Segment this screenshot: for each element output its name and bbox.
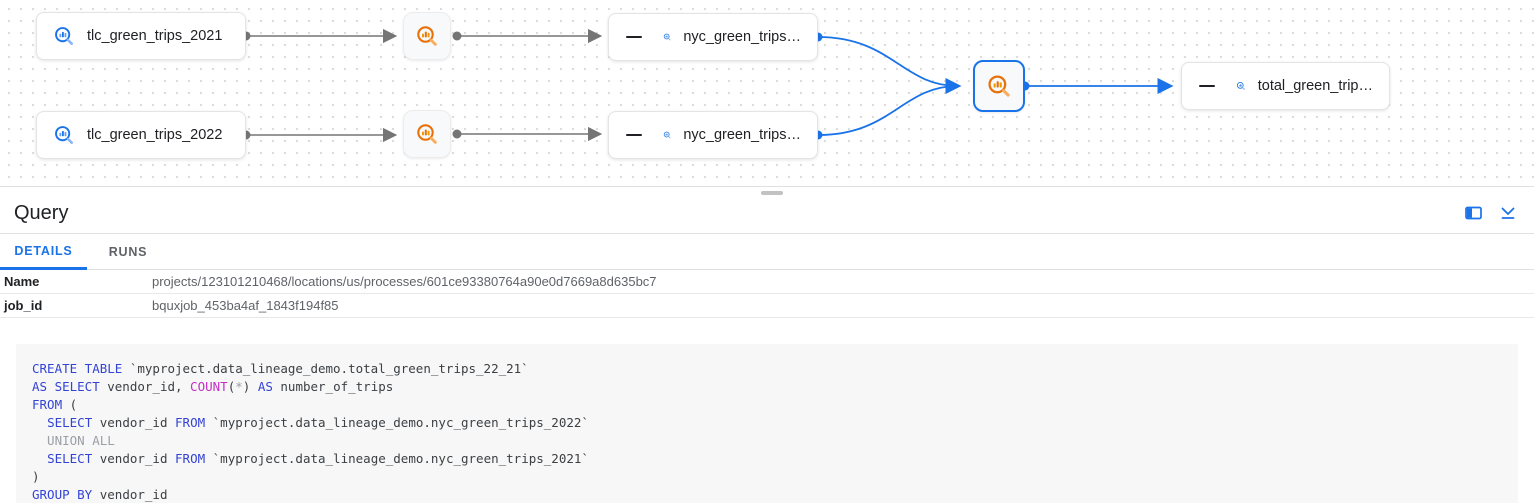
detail-value: bquxjob_453ba4af_1843f194f85 <box>152 298 339 313</box>
details-table: Name projects/123101210468/locations/us/… <box>0 270 1534 318</box>
bigquery-query-icon <box>988 75 1010 97</box>
panel-header: Query <box>0 187 1534 234</box>
detail-label: Name <box>4 274 40 289</box>
sql-code-block: CREATE TABLE `myproject.data_lineage_dem… <box>16 344 1518 503</box>
lineage-node-total-green-trips[interactable]: total_green_trip… <box>1181 62 1390 110</box>
lineage-query-node-2[interactable] <box>403 110 451 158</box>
collapse-node-button[interactable] <box>625 126 643 144</box>
lineage-node-nyc-green-trips-1[interactable]: nyc_green_trips… <box>608 13 818 61</box>
edge-connector-dot <box>452 31 462 41</box>
panel-title: Query <box>14 201 69 224</box>
collapse-panel-button[interactable] <box>1498 205 1518 222</box>
detail-value: projects/123101210468/locations/us/proce… <box>152 274 657 289</box>
query-details-panel: Query DETAILS RUNS Name projects/1231012… <box>0 187 1534 503</box>
node-label: tlc_green_trips_2022 <box>87 127 223 143</box>
detail-row-job-id: job_id bquxjob_453ba4af_1843f194f85 <box>0 294 1534 318</box>
collapse-node-button[interactable] <box>1198 77 1216 95</box>
bigquery-table-icon <box>55 126 73 144</box>
lineage-graph-canvas[interactable]: tlc_green_trips_2021 tlc_green_trips_202… <box>0 0 1534 187</box>
tab-runs[interactable]: RUNS <box>108 245 148 259</box>
open-side-panel-icon <box>1465 206 1482 220</box>
panel-tabs: DETAILS RUNS <box>0 234 1534 270</box>
open-side-panel-button[interactable] <box>1463 204 1484 222</box>
collapse-minus-icon <box>1199 85 1215 87</box>
lineage-node-nyc-green-trips-2[interactable]: nyc_green_trips… <box>608 111 818 159</box>
edge-connector-dot <box>452 129 462 139</box>
edge-nyc1-to-mainquery <box>817 36 962 95</box>
bigquery-query-icon <box>417 26 437 46</box>
node-label: nyc_green_trips… <box>683 29 801 45</box>
collapse-panel-icon <box>1501 207 1515 219</box>
node-label: tlc_green_trips_2021 <box>87 28 223 44</box>
detail-label: job_id <box>4 298 43 313</box>
edge-nyc2-to-mainquery <box>817 85 959 136</box>
node-label: total_green_trip… <box>1257 78 1373 94</box>
lineage-query-node-selected[interactable] <box>973 60 1025 112</box>
node-label: nyc_green_trips… <box>683 127 801 143</box>
lineage-node-tlc-green-trips-2022[interactable]: tlc_green_trips_2022 <box>36 111 246 159</box>
collapse-minus-icon <box>626 36 642 38</box>
bigquery-table-icon <box>55 27 73 45</box>
bigquery-table-icon <box>663 33 671 41</box>
panel-resize-handle[interactable] <box>761 191 783 195</box>
bigquery-table-icon <box>663 131 671 139</box>
lineage-query-node-1[interactable] <box>403 12 451 60</box>
tab-details[interactable]: DETAILS <box>0 234 87 270</box>
collapse-minus-icon <box>626 134 642 136</box>
lineage-node-tlc-green-trips-2021[interactable]: tlc_green_trips_2021 <box>36 12 246 60</box>
collapse-node-button[interactable] <box>625 28 643 46</box>
sql-code-line: ) <box>32 469 40 484</box>
sql-code-line: AS SELECT vendor_id, COUNT(*) AS number_… <box>32 379 394 394</box>
bigquery-query-icon <box>417 124 437 144</box>
bigquery-table-icon <box>1236 82 1245 90</box>
sql-code-line: SELECT vendor_id FROM `myproject.data_li… <box>47 415 589 430</box>
sql-code-line: UNION ALL <box>32 433 115 448</box>
sql-code-line: FROM ( <box>32 397 78 412</box>
sql-code-line: CREATE TABLE `myproject.data_lineage_dem… <box>32 361 529 376</box>
sql-code-line: GROUP BY vendor_id <box>32 487 168 502</box>
detail-row-name: Name projects/123101210468/locations/us/… <box>0 270 1534 294</box>
sql-code-line: SELECT vendor_id FROM `myproject.data_li… <box>47 451 589 466</box>
